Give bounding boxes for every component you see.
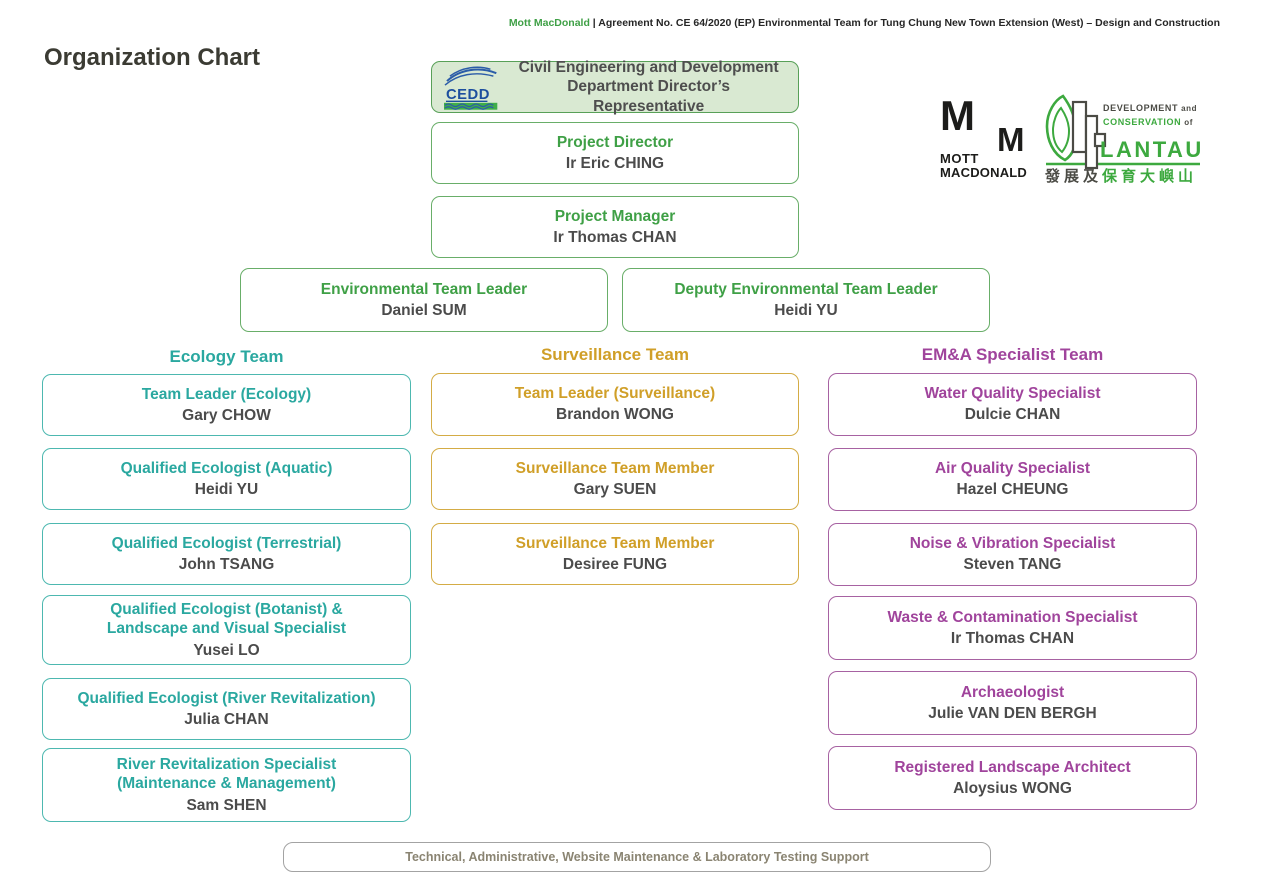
mott-macdonald-logo: M M MOTT MACDONALD xyxy=(940,92,1062,183)
mott-logo-m-large: M xyxy=(940,92,975,139)
cedd-logo-icon: CEDD xyxy=(444,66,498,110)
org-box-environmental-team-leader: Environmental Team Leader Daniel SUM xyxy=(240,268,608,332)
support-bar: Technical, Administrative, Website Maint… xyxy=(283,842,991,872)
role-title: Air Quality Specialist xyxy=(934,460,1091,478)
person-name: Sam SHEN xyxy=(186,796,267,814)
org-box-director-representative: CEDD Civil Engineering and Development D… xyxy=(431,58,799,115)
person-name: Ir Thomas CHAN xyxy=(950,629,1075,647)
role-title: Team Leader (Ecology) xyxy=(141,385,312,403)
role-title: Qualified Ecologist (Aquatic) xyxy=(120,459,333,477)
person-name: Yusei LO xyxy=(193,641,260,659)
lantau-wordmark: LANTAU xyxy=(1100,137,1203,162)
org-box-archaeologist: Archaeologist Julie VAN DEN BERGH xyxy=(828,671,1197,735)
role-title: Environmental Team Leader xyxy=(320,280,528,298)
role-title: Civil Engineering and Development Depart… xyxy=(518,58,779,115)
role-title: Registered Landscape Architect xyxy=(894,758,1131,776)
org-box-water-quality-specialist: Water Quality Specialist Dulcie CHAN xyxy=(828,373,1197,436)
org-box-river-revitalization-specialist: River Revitalization Specialist (Mainten… xyxy=(42,748,411,822)
role-title: Surveillance Team Member xyxy=(515,534,715,552)
org-box-team-leader-surveillance: Team Leader (Surveillance) Brandon WONG xyxy=(431,373,799,436)
role-title: River Revitalization Specialist (Mainten… xyxy=(116,755,337,793)
org-box-team-leader-ecology: Team Leader (Ecology) Gary CHOW xyxy=(42,374,411,436)
org-box-qualified-ecologist-terrestrial: Qualified Ecologist (Terrestrial) John T… xyxy=(42,523,411,585)
team-header-ecology: Ecology Team xyxy=(169,347,284,366)
org-box-waste-contamination-specialist: Waste & Contamination Specialist Ir Thom… xyxy=(828,596,1197,660)
org-box-noise-vibration-specialist: Noise & Vibration Specialist Steven TANG xyxy=(828,523,1197,586)
person-name: Heidi YU xyxy=(194,480,259,498)
role-title: Archaeologist xyxy=(960,683,1065,701)
cedd-logo-label: CEDD xyxy=(446,87,490,103)
role-title: Deputy Environmental Team Leader xyxy=(674,280,938,298)
person-name: Aloysius WONG xyxy=(953,779,1072,797)
org-box-registered-landscape-architect: Registered Landscape Architect Aloysius … xyxy=(828,746,1197,810)
org-box-project-director: Project Director Ir Eric CHING xyxy=(431,122,799,184)
lantau-chinese-dark: 發展及 xyxy=(1044,167,1102,184)
person-name: Dulcie CHAN xyxy=(964,406,1061,424)
org-box-deputy-environmental-team-leader: Deputy Environmental Team Leader Heidi Y… xyxy=(622,268,990,332)
person-name: Daniel SUM xyxy=(381,301,467,319)
agreement-text: | Agreement No. CE 64/2020 (EP) Environm… xyxy=(589,17,1220,29)
mott-logo-word2: MACDONALD xyxy=(940,165,1028,180)
mott-logo-word1: MOTT xyxy=(940,151,979,166)
brand-name: Mott MacDonald xyxy=(508,17,590,29)
role-title: Team Leader (Surveillance) xyxy=(514,385,716,403)
mott-logo-m-small: M xyxy=(997,121,1025,158)
person-name: Julia CHAN xyxy=(184,710,269,728)
person-name: Heidi YU xyxy=(774,301,838,319)
role-title: Noise & Vibration Specialist xyxy=(909,535,1116,553)
org-box-surveillance-member-1: Surveillance Team Member Gary SUEN xyxy=(431,448,799,510)
person-name: Steven TANG xyxy=(963,556,1062,574)
role-title: Water Quality Specialist xyxy=(924,385,1101,403)
org-box-qualified-ecologist-aquatic: Qualified Ecologist (Aquatic) Heidi YU xyxy=(42,448,411,510)
team-header-surveillance: Surveillance Team xyxy=(540,345,690,364)
person-name: Desiree FUNG xyxy=(562,555,668,573)
person-name: Brandon WONG xyxy=(556,406,674,424)
org-box-air-quality-specialist: Air Quality Specialist Hazel CHEUNG xyxy=(828,448,1197,511)
org-box-qualified-ecologist-river-revitalization: Qualified Ecologist (River Revitalizatio… xyxy=(42,678,411,740)
role-title: Waste & Contamination Specialist xyxy=(887,608,1138,626)
svg-text:發展及保育大嶼山: 發展及保育大嶼山 xyxy=(1044,167,1197,184)
buildings-icon xyxy=(1071,100,1107,170)
person-name: John TSANG xyxy=(178,555,275,573)
lantau-chinese-green: 保育大嶼山 xyxy=(1101,167,1197,184)
role-title: Surveillance Team Member xyxy=(515,459,715,477)
person-name: Gary CHOW xyxy=(182,406,271,424)
person-name: Ir Eric CHING xyxy=(565,154,665,172)
role-title: Project Director xyxy=(556,133,674,151)
person-name: Gary SUEN xyxy=(573,480,657,498)
team-header-ema: EM&A Specialist Team xyxy=(921,345,1104,364)
org-box-surveillance-member-2: Surveillance Team Member Desiree FUNG xyxy=(431,523,799,585)
role-title: Qualified Ecologist (Terrestrial) xyxy=(111,534,342,552)
org-box-qualified-ecologist-botanist: Qualified Ecologist (Botanist) & Landsca… xyxy=(42,595,411,665)
lantau-line1: DEVELOPMENT xyxy=(1103,103,1178,113)
org-box-project-manager: Project Manager Ir Thomas CHAN xyxy=(431,196,799,258)
document-header: Mott MacDonald | Agreement No. CE 64/202… xyxy=(509,17,1220,29)
person-name: Julie VAN DEN BERGH xyxy=(928,704,1097,722)
person-name: Ir Thomas CHAN xyxy=(553,228,677,246)
role-title: Project Manager xyxy=(554,207,676,225)
person-name: Hazel CHEUNG xyxy=(956,481,1069,499)
lantau-line2: CONSERVATION xyxy=(1103,117,1181,127)
page-title: Organization Chart xyxy=(44,44,261,71)
role-title: Qualified Ecologist (Botanist) & Landsca… xyxy=(106,600,347,638)
role-title: Qualified Ecologist (River Revitalizatio… xyxy=(77,689,376,707)
